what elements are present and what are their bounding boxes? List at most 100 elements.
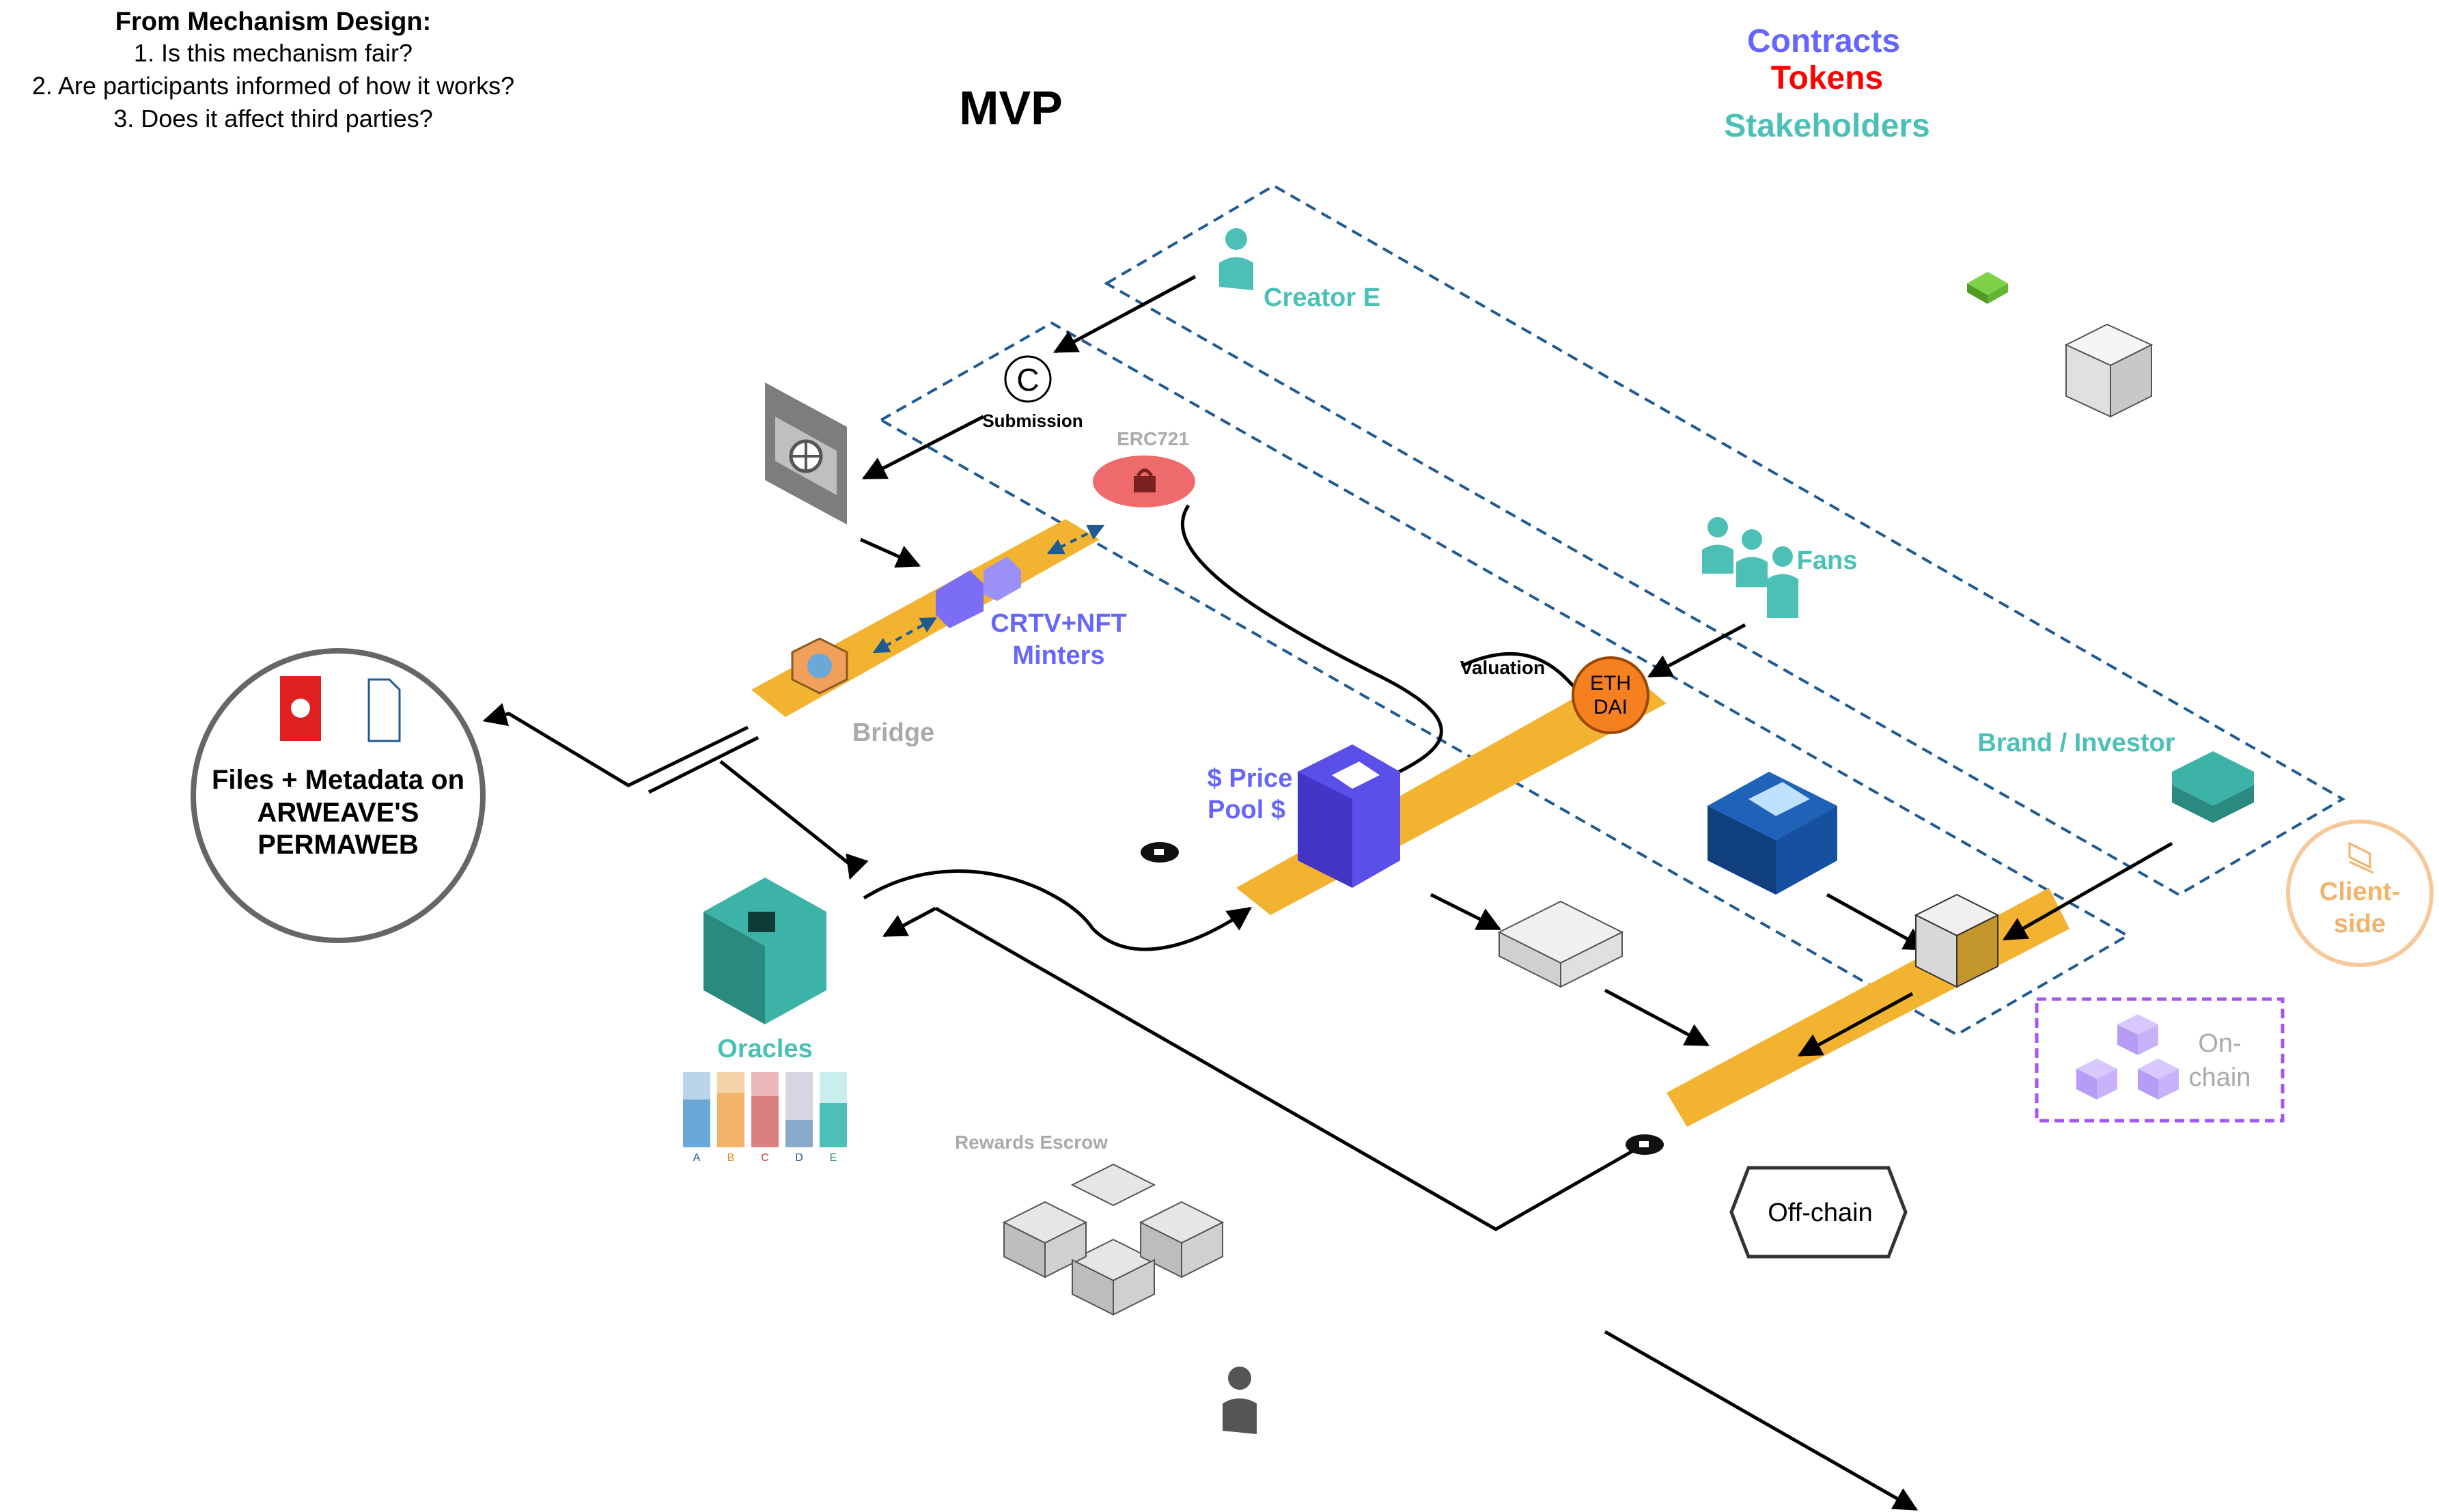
vault-icon[interactable]: [1497, 900, 1624, 988]
brand-label: Brand / Investor: [1977, 729, 2175, 757]
server-gray-icon: [2064, 323, 2154, 418]
film-icon[interactable]: [765, 382, 847, 524]
hexagon-icon: [791, 637, 848, 695]
lane-middle: [878, 321, 2131, 1037]
line-bridge-files: [482, 703, 749, 787]
copyright-icon: [1004, 355, 1052, 403]
client-side-label-2: side: [2334, 910, 2386, 938]
server-icon: [2172, 751, 2254, 823]
files-label-1: Files + Metadata on: [212, 765, 464, 795]
erc721-label: ERC721: [1117, 428, 1189, 449]
line-creator-submission: [1053, 275, 1197, 354]
oracle-bar-label: A: [693, 1152, 701, 1164]
minters-label-2: Minters: [1012, 641, 1104, 670]
on-chain-legend: On- chain: [2035, 997, 2285, 1123]
oracle-bar-label: C: [761, 1152, 769, 1164]
on-chain-label-2: chain: [2189, 1063, 2251, 1092]
oracles-node[interactable]: Oracles A B C D E: [683, 878, 847, 1164]
submission-node[interactable]: C Submission: [982, 355, 1083, 431]
line-fans-ethdai: [1647, 623, 1746, 678]
question-item: 1. Is this mechanism fair?: [134, 39, 413, 67]
off-chain-legend: Off-chain: [1729, 1166, 1908, 1259]
question-item: 3. Does it affect third parties?: [113, 104, 433, 132]
line-vault-offchain: [1604, 988, 1710, 1047]
datacenter-icon[interactable]: [1708, 772, 1837, 895]
swim-lanes: [878, 184, 2345, 1037]
minters-node[interactable]: CRTV+NFT Minters: [936, 557, 1127, 670]
connector-icon: [936, 557, 1021, 628]
blocks-icon: [1002, 1163, 1225, 1316]
price-pool-label-2: Pool $: [1208, 796, 1285, 824]
rewards-escrow-node[interactable]: Rewards Escrow: [955, 1132, 1225, 1316]
questions-block: From Mechanism Design: 1. Is this mechan…: [32, 8, 514, 132]
price-pool-label-1: $ Price: [1208, 764, 1293, 793]
oracles-label: Oracles: [717, 1035, 812, 1063]
arweave-circle: [191, 648, 486, 943]
arweave-node[interactable]: Files + Metadata on ARWEAVE'S PERMAWEB: [191, 648, 486, 943]
line-bottom-right: [1604, 1330, 1919, 1511]
brand-node[interactable]: Brand / Investor: [1977, 729, 2254, 823]
line-bridge-files-2: [647, 736, 759, 794]
token-lock-icon: [1626, 1134, 1664, 1155]
oracle-bars: A B C D E: [683, 1072, 847, 1164]
fans-node[interactable]: Fans: [1702, 517, 1857, 618]
server-icon: [703, 878, 826, 1024]
page-title: MVP: [959, 81, 1063, 135]
line-bridge-oracles: [719, 760, 869, 880]
line-price-oracles: [882, 906, 937, 938]
client-side-legend: Client- side: [2286, 820, 2434, 967]
conveyor-brand: [1667, 888, 2069, 1127]
oracle-bar-label: D: [795, 1152, 803, 1164]
group-icon: [1702, 517, 1798, 618]
question-item: 2. Are participants informed of how it w…: [32, 72, 514, 100]
file-icon: [367, 678, 401, 742]
flow-right: [1046, 524, 1105, 555]
cube-icon[interactable]: [1914, 893, 2000, 988]
questions-heading: From Mechanism Design:: [115, 8, 431, 36]
bridge-node[interactable]: Bridge: [791, 637, 934, 747]
line-brand-cube: [2002, 841, 2173, 941]
price-pool-node[interactable]: $ Price Pool $: [1208, 744, 1400, 888]
line-erc721-valuation: [1180, 504, 1443, 808]
line-cube-conveyor: [1797, 992, 1914, 1057]
client-side-label-1: Client-: [2319, 878, 2400, 906]
rewards-escrow-label: Rewards Escrow: [955, 1132, 1108, 1153]
film-red-icon: [280, 676, 321, 741]
on-chain-label-1: On-: [2198, 1029, 2241, 1058]
connections: [482, 275, 2173, 1511]
line-submission-film: [861, 415, 985, 480]
creator-label: Creator E: [1264, 283, 1380, 312]
dai-label: DAI: [1593, 696, 1628, 718]
blocks-icon: [2076, 1014, 2179, 1100]
minter-flows: [872, 524, 1105, 654]
legend: Contracts Tokens Stakeholders: [1724, 23, 1929, 144]
laptop-icon: [2348, 841, 2374, 874]
legend-stakeholders: Stakeholders: [1724, 108, 1929, 144]
legend-contracts: Contracts: [1747, 23, 1900, 59]
token-lock-icon: [1141, 842, 1179, 863]
legend-tokens: Tokens: [1771, 60, 1883, 96]
person-icon: [1223, 1367, 1257, 1434]
person-icon: [1219, 228, 1253, 290]
submission-label: Submission: [982, 410, 1083, 431]
database-icon: [1298, 744, 1400, 888]
token-green-icon: [1967, 272, 2008, 304]
creator-node[interactable]: Creator E: [1219, 228, 1380, 312]
off-chain-label: Off-chain: [1768, 1199, 1872, 1227]
erc721-node[interactable]: ERC721: [1093, 428, 1195, 507]
files-label-3: PERMAWEB: [257, 830, 419, 860]
minters-label-1: CRTV+NFT: [990, 609, 1127, 638]
line-film-minters: [859, 537, 921, 568]
valuation-label: Valuation: [1460, 657, 1545, 678]
oracle-bar-label: B: [727, 1152, 735, 1164]
oracle-bar-label: E: [830, 1152, 837, 1164]
line-oracles-escrow: [934, 906, 1641, 1231]
line-database-cube: [1826, 893, 1929, 951]
lane-top: [1103, 184, 2345, 897]
line-oracles-price: [863, 869, 1252, 951]
bridge-label: Bridge: [852, 718, 934, 747]
line-price-vault: [1430, 893, 1502, 931]
eth-dai-token[interactable]: ETH DAI: [1572, 656, 1649, 734]
fans-label: Fans: [1797, 546, 1858, 575]
